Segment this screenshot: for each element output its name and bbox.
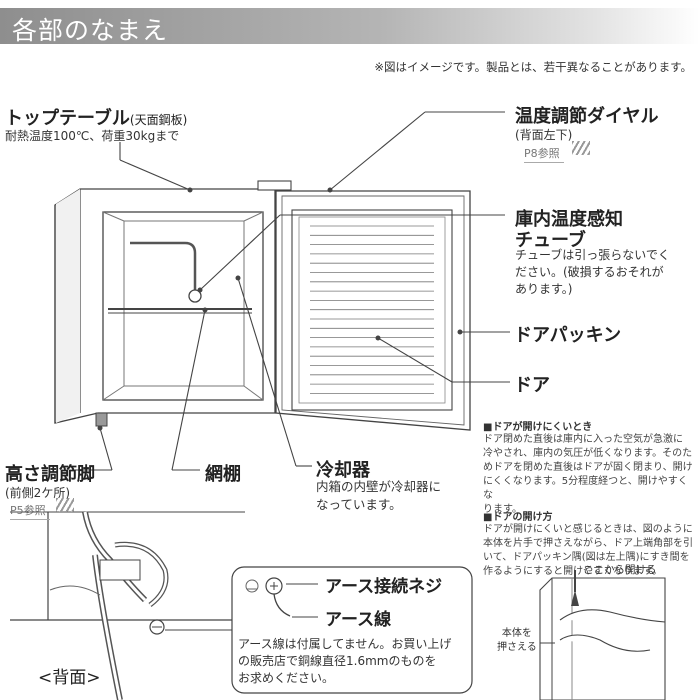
label-top-table: トップテーブル(天面鋼板) <box>5 108 188 129</box>
sensor-bulb <box>188 289 202 303</box>
ref-dial-hatch <box>572 141 590 155</box>
desc-sensor: チューブは引っ張らないでく ださい。(破損するおそれが あります。) <box>515 248 670 296</box>
label-earth-wire: アース線 <box>325 610 392 630</box>
dot-top-table <box>187 187 193 193</box>
label-door: ドア <box>514 375 550 396</box>
sub-dial: (背面左下) <box>515 128 573 142</box>
door-hard-body: ドア閉めた直後は庫内に入った空気が急激に 冷やされ、庫内の気圧が低くなります。そ… <box>483 434 693 515</box>
leader-cooler <box>237 277 297 467</box>
ref-feet-hatch <box>56 498 74 512</box>
label-shelf: 網棚 <box>205 464 241 485</box>
inner-corner-bl <box>102 385 125 401</box>
door-open-section: ■ドアの開け方 ドアが開けにくいと感じるときは、図のように 本体を片手で押さえな… <box>483 508 697 579</box>
sub-feet: (前側2ケ所) <box>5 486 70 500</box>
dot-gasket <box>457 329 463 335</box>
door-gasket-inner <box>298 216 446 404</box>
hand-pull-icon <box>559 609 666 623</box>
dot-shelf <box>202 307 208 313</box>
label-earth-screw: アース接続ネジ <box>325 577 443 597</box>
earth-symbol-icon <box>245 579 259 593</box>
hand-hold-icon <box>559 634 651 652</box>
cabinet-side-face <box>56 189 80 423</box>
desc-cooler: 内箱の内壁が冷却器に なっています。 <box>316 479 442 512</box>
open-arrow-icon <box>571 590 579 606</box>
leader-dial-2 <box>329 111 426 191</box>
door-open-body: ドアが開けにくいと感じるときは、図のように 本体を片手で押さえながら、ドア上端角… <box>483 524 693 577</box>
dial-knob <box>99 559 141 581</box>
label-sensor-2: チューブ <box>515 230 586 251</box>
leader-top-table-2 <box>119 159 191 191</box>
page-title: 各部のなまえ <box>12 16 169 45</box>
door-hard-section: ■ドアが開けにくいとき ドア閉めた直後は庫内に入った空気が急激に 冷やされ、庫内… <box>483 418 697 517</box>
adjustable-foot <box>95 412 108 427</box>
leader-feet <box>99 427 113 471</box>
sensor-tube <box>130 241 197 290</box>
door-ribs <box>310 225 434 394</box>
inner-box <box>102 211 264 401</box>
opening-fridge-body <box>539 577 666 700</box>
back-curve <box>49 585 101 596</box>
inner-corner-br <box>243 385 264 401</box>
earth-wire-icon <box>273 593 291 617</box>
ref-dial: P8参照 <box>524 147 564 163</box>
hold-body-label: 本体を 押さえる <box>497 628 537 653</box>
dot-feet <box>97 425 103 431</box>
dot-cooler <box>235 275 241 281</box>
leader-sensor-2 <box>199 214 281 291</box>
inner-corner-tl <box>102 211 125 222</box>
label-sensor-1: 庫内温度感知 <box>515 209 623 230</box>
image-note: ※図はイメージです。製品とは、若干異なることがあります。 <box>374 60 692 74</box>
label-dial: 温度調節ダイヤル <box>515 106 659 127</box>
door-hard-heading: ■ドアが開けにくいとき <box>483 422 593 433</box>
door-opening-figure <box>539 570 666 700</box>
back-view <box>10 511 245 700</box>
back-label: <背面> <box>38 668 101 688</box>
leader-door <box>377 337 453 383</box>
dot-door <box>375 335 381 341</box>
door-open-heading: ■ドアの開け方 <box>483 512 553 523</box>
back-pipe-2-hi <box>114 543 168 606</box>
label-gasket: ドアパッキン <box>514 325 622 346</box>
label-feet: 高さ調節脚 <box>5 464 95 485</box>
desc-earth: アース線は付属してません。お買い上げ の販売店で銅線直径1.6mmのものを お求… <box>238 637 452 685</box>
desc-top-table: 耐熱温度100℃、荷重30kgまで <box>5 129 180 143</box>
inner-wall <box>123 220 245 387</box>
back-cord-hi <box>93 554 122 700</box>
open-here-label: ここから開ける <box>583 564 657 576</box>
inner-corner-tr <box>243 211 264 222</box>
door-inner-edge <box>281 195 465 426</box>
leader-shelf <box>171 309 206 471</box>
door-hinge <box>257 180 292 191</box>
page-title-bar: 各部のなまえ <box>0 8 700 45</box>
ref-feet: P5参照 <box>10 504 50 520</box>
dot-dial <box>327 187 333 193</box>
dot-sensor <box>197 287 203 293</box>
label-cooler: 冷却器 <box>316 460 370 481</box>
